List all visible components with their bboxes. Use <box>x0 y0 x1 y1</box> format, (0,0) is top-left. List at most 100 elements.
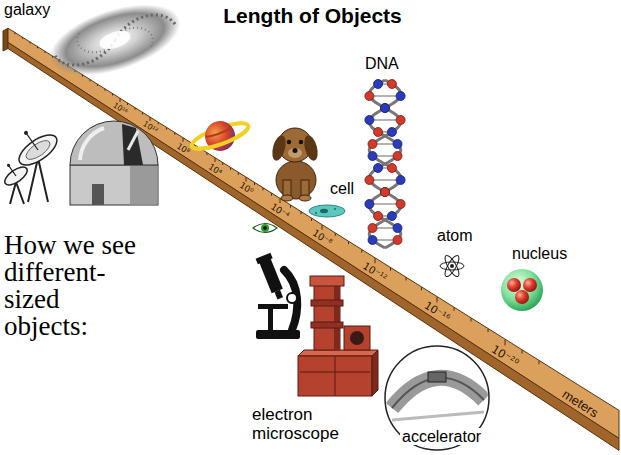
label-text: DNA <box>365 55 399 72</box>
minor-tick <box>105 89 106 91</box>
ruler-end <box>3 28 8 51</box>
dog-body <box>276 161 316 199</box>
minor-tick <box>238 172 239 174</box>
cell-body <box>309 205 345 217</box>
minor-tick <box>127 103 128 105</box>
radio-dish-icon <box>0 119 62 204</box>
accelerator-frame <box>385 346 489 450</box>
minor-tick <box>158 122 159 124</box>
major-tick <box>183 138 184 142</box>
meter-ruler <box>3 28 619 450</box>
dog-paw <box>299 195 311 201</box>
observatory-shade <box>130 166 158 205</box>
dog-icon <box>270 128 320 201</box>
eye-pupil <box>263 226 267 230</box>
dog-paw <box>281 195 293 201</box>
em-console <box>344 326 370 350</box>
dish-feed <box>27 134 38 150</box>
minor-tick <box>37 47 38 49</box>
major-tick <box>215 158 216 162</box>
minor-tick <box>230 168 231 170</box>
dna-strand <box>369 80 400 248</box>
atom-orbit <box>440 262 464 270</box>
accelerator-device <box>428 372 446 382</box>
dish-stand <box>10 182 24 204</box>
minor-tick <box>301 212 302 215</box>
nucleon <box>523 278 537 292</box>
dna-base <box>381 104 390 113</box>
minor-tick <box>30 42 31 44</box>
minor-tick <box>135 108 136 110</box>
dna-strand <box>369 80 400 248</box>
nucleon <box>507 278 521 292</box>
em-column <box>314 284 340 350</box>
dna-base <box>374 128 383 137</box>
dna-base <box>393 236 402 245</box>
dna-base <box>381 104 390 113</box>
cell-nucleus <box>320 209 328 213</box>
dna-base <box>393 140 402 149</box>
microscope-tube <box>259 257 283 293</box>
dog-ear <box>270 134 288 162</box>
galaxy-disk <box>41 0 189 90</box>
object-label: DNA <box>365 55 399 73</box>
dna-base <box>381 188 390 197</box>
em-band <box>311 322 343 328</box>
dna-base <box>368 236 377 245</box>
galaxy-core <box>97 27 132 52</box>
microscope-pillar <box>268 309 273 330</box>
minor-tick <box>421 287 422 290</box>
minor-tick <box>271 193 272 196</box>
planet-band <box>205 127 232 138</box>
electron-microscope-icon <box>298 276 378 396</box>
label-text: atom <box>437 227 473 244</box>
dna-base <box>368 140 377 149</box>
label-text: galaxy <box>4 1 50 18</box>
label-text: electron microscope <box>252 405 339 443</box>
minor-tick <box>311 218 312 221</box>
nucleus-icon <box>501 269 543 311</box>
label-text: cell <box>330 180 354 197</box>
major-tick <box>437 297 438 302</box>
dna-base <box>365 116 374 125</box>
minor-tick <box>222 163 223 165</box>
microscope-arm <box>284 270 297 330</box>
dna-base <box>381 188 390 197</box>
galaxy-image <box>41 0 189 90</box>
major-tick <box>280 199 281 204</box>
minor-tick <box>97 84 98 86</box>
atom-icon <box>440 254 464 279</box>
atom-orbit <box>443 254 462 279</box>
label-text: accelerator <box>400 428 483 445</box>
cell-dot <box>315 212 317 214</box>
dog-muzzle <box>288 148 302 158</box>
dog-ear <box>302 134 320 162</box>
em-cap <box>310 276 344 286</box>
minor-tick <box>263 188 264 190</box>
ruler-ticks <box>15 32 539 364</box>
object-label: galaxy <box>4 1 50 19</box>
em-desk <box>298 356 372 396</box>
minor-tick <box>90 79 91 81</box>
accelerator-floor <box>392 412 484 420</box>
dna-base <box>374 80 383 89</box>
observatory-base <box>70 165 158 205</box>
eye-outline <box>253 224 277 233</box>
eye-icon <box>253 224 277 233</box>
minor-tick <box>454 308 455 311</box>
dna-base <box>387 212 396 221</box>
minor-tick <box>471 318 472 321</box>
cell-dot <box>334 208 336 210</box>
dna-base <box>368 152 377 161</box>
diagram-title: Length of Objects <box>2 3 621 28</box>
em-screen <box>350 331 364 345</box>
atom-orbit <box>443 254 462 279</box>
dish-feed-tip <box>23 130 29 136</box>
minor-tick <box>22 37 23 39</box>
dna-base <box>368 224 377 233</box>
telescope-tube <box>128 131 138 150</box>
title-text: Length of Objects <box>223 4 402 27</box>
object-label: atom <box>437 227 473 245</box>
